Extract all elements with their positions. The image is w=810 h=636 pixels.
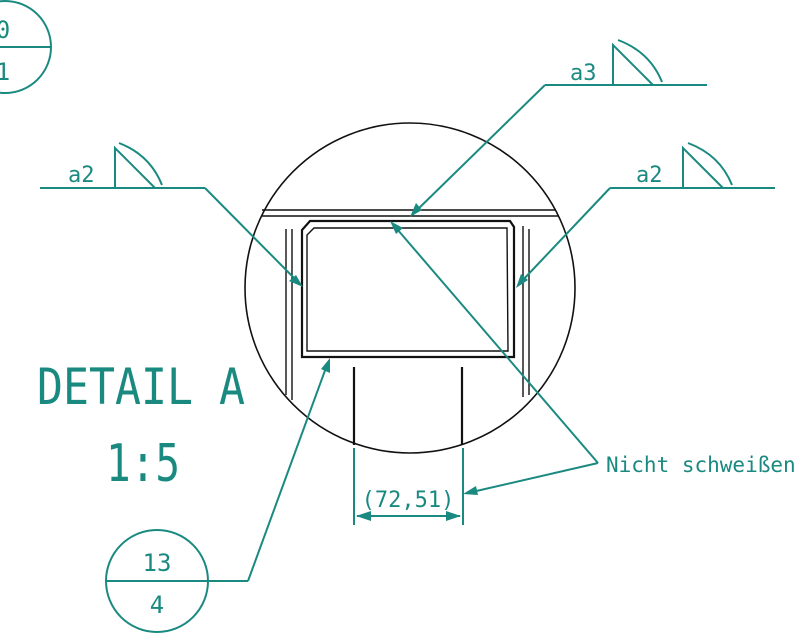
no-weld-text: Nicht schweißen: [606, 453, 796, 477]
weld-symbol-top: a3: [410, 39, 707, 217]
detail-scale-text: 1:5: [106, 434, 180, 494]
balloon-topleft: 0 1: [0, 0, 52, 94]
weld-symbol-right: a2: [516, 142, 775, 288]
dimension-value: (72,51): [362, 488, 455, 513]
balloon-bottom-bottom: 4: [150, 591, 164, 619]
weld-top-label: a3: [570, 61, 597, 86]
weld-right-label: a2: [636, 163, 663, 188]
rect-tube-outer: [300, 219, 516, 359]
balloon-topleft-top: 0: [0, 16, 10, 44]
weld-left-label: a2: [68, 163, 95, 188]
detail-geometry: [244, 122, 576, 454]
weld-symbol-left: a2: [40, 142, 303, 287]
detail-title-text: DETAIL A: [37, 358, 245, 416]
balloon-bottom: 13 4: [105, 358, 330, 633]
balloon-bottom-top: 13: [143, 549, 172, 577]
detail-title: DETAIL A 1:5: [37, 358, 245, 494]
detail-circle: [244, 122, 576, 454]
balloon-topleft-bottom: 1: [0, 58, 10, 86]
rect-tube-inner: [306, 227, 509, 352]
no-weld-note: Nicht schweißen: [390, 221, 796, 495]
dimension-width: (72,51): [353, 448, 464, 525]
